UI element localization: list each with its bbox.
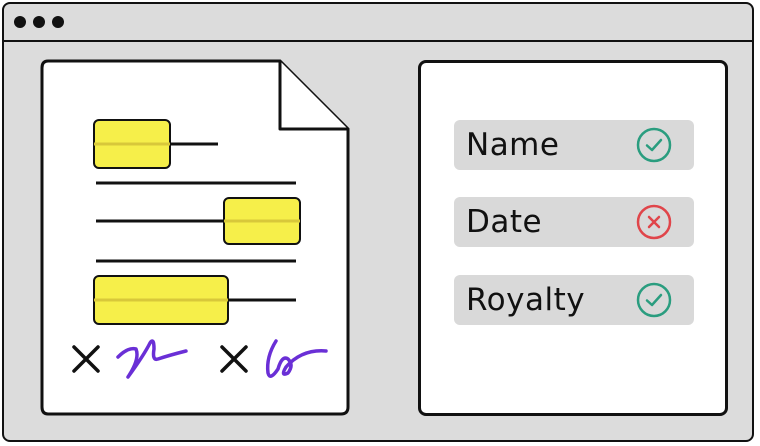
field-label: Royalty (466, 282, 586, 318)
field-row-royalty[interactable]: Royalty (454, 275, 694, 325)
check-circle-icon (636, 127, 672, 163)
field-label: Date (466, 204, 543, 240)
window-titlebar (4, 4, 752, 42)
check-circle-icon (636, 282, 672, 318)
x-circle-icon (636, 204, 672, 240)
window-dot-icon[interactable] (14, 16, 26, 28)
field-row-name[interactable]: Name (454, 120, 694, 170)
field-row-date[interactable]: Date (454, 197, 694, 247)
contract-document (40, 59, 350, 416)
field-validation-panel: Name Date Royalty (418, 60, 728, 416)
signature-mark-icon (72, 345, 100, 373)
window-dot-icon[interactable] (52, 16, 64, 28)
signature-ink (265, 339, 328, 378)
signature-mark-icon (220, 345, 248, 373)
signature-ink (116, 339, 188, 379)
document-illustration (40, 59, 350, 416)
page-fold-icon (278, 61, 348, 131)
window-dot-icon[interactable] (33, 16, 45, 28)
field-label: Name (466, 127, 560, 163)
